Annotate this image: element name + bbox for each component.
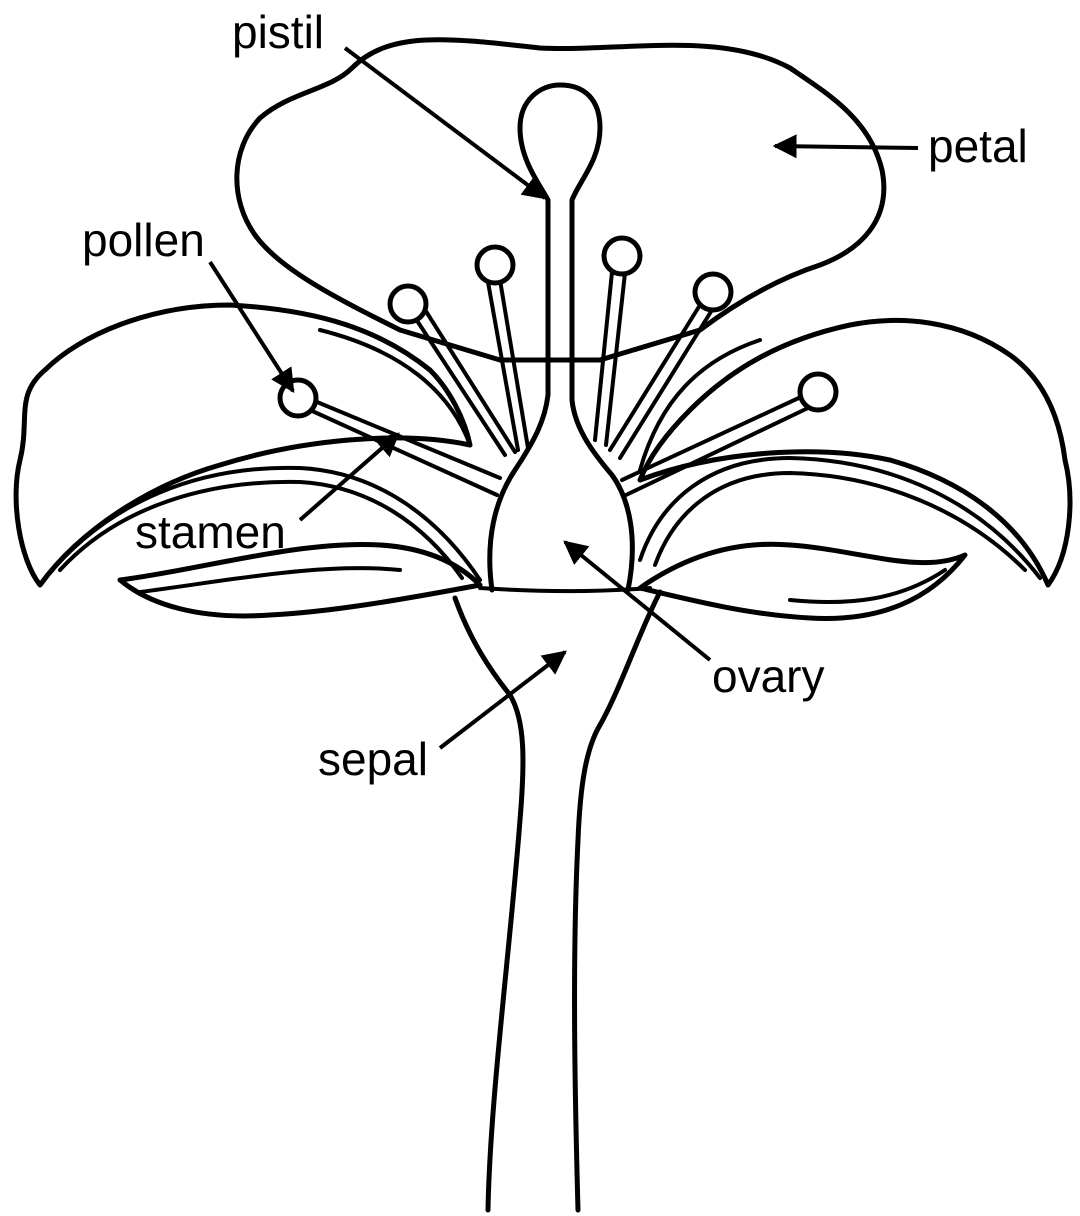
right-sepal [640,544,965,618]
receptacle-right [575,592,660,1210]
label-pollen: pollen [82,214,205,266]
pollen-pointer [210,262,293,391]
label-pistil: pistil [232,6,324,58]
label-sepal: sepal [318,733,428,785]
right-sepal-inner [790,570,945,602]
stamen-anther [280,380,316,416]
sepal-pointer [440,652,565,748]
stamen-anther [477,247,513,283]
label-stamen: stamen [135,506,286,558]
label-petal: petal [928,120,1028,172]
stamen-anther [800,374,836,410]
stamen-anther [390,286,426,322]
stamen-anther [695,274,731,310]
top-petal [237,40,884,360]
stamen-anther [604,238,640,274]
stamen-filament [310,410,497,495]
right-petal [640,320,1070,585]
label-ovary: ovary [712,650,824,702]
petal-pointer [775,146,918,148]
pistil-pointer [345,48,545,198]
